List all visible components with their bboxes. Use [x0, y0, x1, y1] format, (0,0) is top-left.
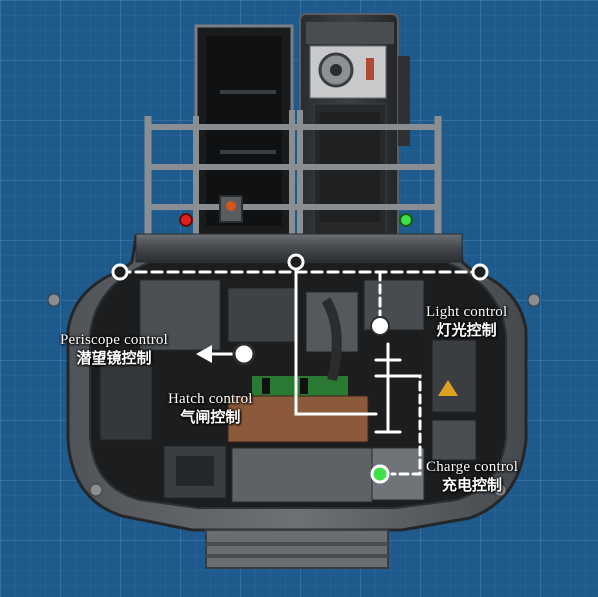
- hatch-control-label: Hatch control 气闸控制: [168, 391, 253, 426]
- hatch-control-en: Hatch control: [168, 391, 253, 407]
- left-node-icon[interactable]: [111, 263, 129, 281]
- green-status-light-icon: [399, 213, 413, 227]
- hatch-control-zh: 气闸控制: [180, 407, 241, 426]
- light-node-icon[interactable]: [370, 316, 390, 336]
- green-node-icon[interactable]: [370, 464, 390, 484]
- wiring-overlay: [118, 260, 482, 476]
- right-node-icon[interactable]: [471, 263, 489, 281]
- periscope-control-en: Periscope control: [60, 332, 168, 348]
- junction-node-icon[interactable]: [287, 253, 305, 271]
- light-control-en: Light control: [426, 304, 508, 320]
- charge-control-zh: 充电控制: [442, 475, 503, 494]
- charge-control-label: Charge control 充电控制: [426, 459, 519, 494]
- interior-machinery: [99, 279, 477, 503]
- light-control-label: Light control 灯光控制: [426, 304, 508, 339]
- light-control-zh: 灯光控制: [436, 320, 497, 339]
- deck-railing: [144, 110, 442, 234]
- red-status-light-icon: [179, 213, 193, 227]
- periscope-node-icon[interactable]: [232, 342, 256, 366]
- periscope-arrow-icon: [196, 345, 212, 363]
- periscope-control-zh: 潜望镜控制: [76, 348, 152, 367]
- periscope-control-label: Periscope control 潜望镜控制: [60, 332, 168, 367]
- charge-control-en: Charge control: [426, 459, 519, 475]
